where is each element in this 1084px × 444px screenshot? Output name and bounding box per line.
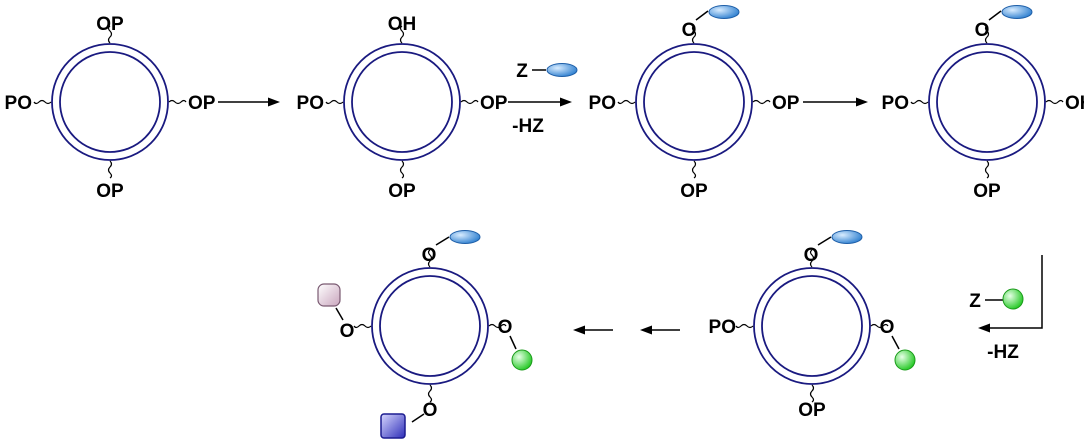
group-left: PO — [882, 93, 909, 114]
ring-inner — [59, 51, 161, 153]
group-right: OH — [1065, 93, 1084, 114]
wavy-bond — [33, 99, 52, 105]
wavy-bond — [752, 99, 771, 105]
ring-outer — [371, 267, 489, 385]
ring-inner — [936, 51, 1038, 153]
ring-inner — [643, 51, 745, 153]
group-top: OP — [96, 14, 124, 35]
wavy-bond — [399, 160, 405, 179]
reaction-arrow-reagent-blue: Z -HZ — [508, 61, 578, 137]
group-left: PO — [709, 317, 736, 338]
group-right: OP — [772, 93, 800, 114]
reaction-arrow — [218, 97, 280, 107]
group-top: OH — [388, 14, 417, 35]
group-right: OP — [188, 93, 216, 114]
structure-5: O OP PO O — [709, 230, 916, 421]
wavy-bond — [691, 160, 697, 179]
wavy-bond — [984, 25, 990, 44]
tag-bond — [988, 10, 1002, 21]
structure-1: OP OP PO OP — [5, 14, 216, 202]
structure-4: O OP PO OH — [882, 5, 1084, 202]
group-bottom: OP — [798, 400, 826, 421]
reagent-atom: Z — [516, 61, 528, 82]
pink-rounded-square-tag — [317, 283, 341, 307]
wavy-bond — [691, 25, 697, 44]
blue-ellipse-tag — [546, 63, 578, 77]
group-right: OP — [480, 93, 508, 114]
structure-3: O OP PO OP — [589, 5, 800, 202]
wavy-bond — [488, 323, 507, 329]
tag-bond — [411, 413, 425, 423]
wavy-bond — [168, 99, 187, 105]
tag-bond — [509, 335, 517, 350]
ring-inner — [351, 51, 453, 153]
group-top: O — [975, 20, 990, 41]
ring-outer — [928, 43, 1046, 161]
group-left: PO — [5, 93, 32, 114]
ring-outer — [753, 267, 871, 385]
byproduct-label: -HZ — [512, 116, 544, 137]
group-top: O — [804, 245, 819, 266]
group-right: O — [880, 317, 895, 338]
ring-outer — [635, 43, 753, 161]
group-left: PO — [589, 93, 616, 114]
wavy-bond — [427, 384, 433, 403]
group-bottom: OP — [388, 181, 416, 202]
wavy-bond — [399, 25, 405, 44]
group-bottom: OP — [680, 181, 708, 202]
reaction-arrows-multistep — [573, 325, 680, 335]
tag-bond — [335, 307, 344, 321]
blue-ellipse-tag — [449, 230, 481, 244]
wavy-bond — [107, 25, 113, 44]
tag-bond — [435, 236, 450, 246]
byproduct-label: -HZ — [987, 342, 1019, 363]
group-right: O — [498, 317, 513, 338]
reagent-atom: Z — [969, 291, 981, 312]
wavy-bond — [809, 249, 815, 268]
ring-outer — [51, 43, 169, 161]
blue-ellipse-tag — [1001, 5, 1033, 19]
wavy-bond — [325, 99, 344, 105]
tag-bond — [817, 236, 832, 246]
wavy-bond — [617, 99, 636, 105]
wavy-bond — [353, 323, 372, 329]
blue-ellipse-tag — [708, 5, 740, 19]
green-sphere-tag — [894, 349, 916, 371]
structure-6: O O O O — [317, 230, 533, 439]
wavy-bond — [1045, 99, 1064, 105]
green-sphere-tag — [511, 349, 533, 371]
group-left: PO — [297, 93, 324, 114]
blue-square-tag — [380, 413, 406, 439]
group-left: O — [340, 321, 355, 342]
reaction-arrow-reagent-green: Z -HZ — [969, 255, 1043, 363]
ring-inner — [761, 275, 863, 377]
wavy-bond — [910, 99, 929, 105]
wavy-bond — [809, 384, 815, 403]
blue-ellipse-tag — [831, 230, 863, 244]
wavy-bond — [735, 323, 754, 329]
wavy-bond — [460, 99, 479, 105]
wavy-bond — [427, 249, 433, 268]
reaction-arrow — [803, 97, 868, 107]
ring-outer — [343, 43, 461, 161]
structure-2: OH OP PO OP — [297, 14, 508, 202]
group-bottom: OP — [96, 181, 124, 202]
ring-inner — [379, 275, 481, 377]
group-top: O — [422, 245, 437, 266]
group-bottom: OP — [973, 181, 1001, 202]
tag-bond — [695, 10, 709, 21]
group-bottom: O — [423, 400, 438, 421]
group-top: O — [682, 20, 697, 41]
wavy-bond — [107, 160, 113, 179]
tag-bond — [891, 335, 900, 350]
green-sphere-tag — [1002, 288, 1024, 310]
wavy-bond — [870, 323, 889, 329]
wavy-bond — [984, 160, 990, 179]
